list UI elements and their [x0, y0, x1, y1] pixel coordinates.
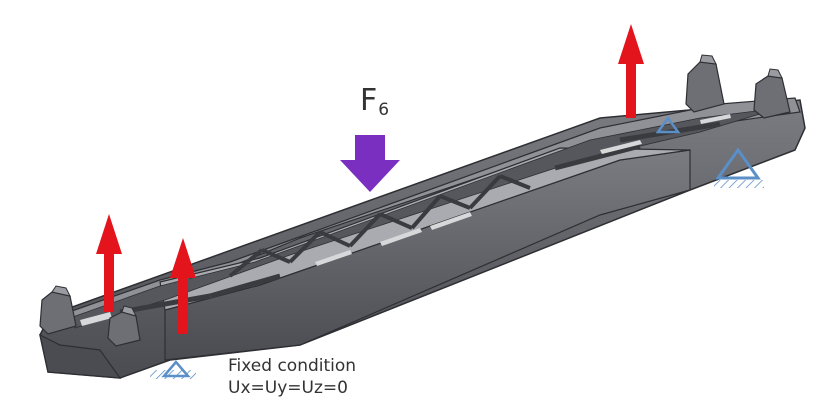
right-end-brackets — [685, 54, 791, 119]
vehicle-frame — [39, 54, 806, 379]
lift-arrow-left-outer — [96, 214, 122, 312]
support-right — [655, 115, 764, 188]
lift-arrow-left-inner — [170, 238, 196, 334]
fixed-condition-equation: Ux=Uy=Uz=0 — [228, 378, 348, 398]
deck-slots — [80, 114, 731, 326]
lift-arrow-right — [618, 24, 644, 118]
fixed-condition-title: Fixed condition — [228, 356, 357, 376]
truss-members — [228, 174, 531, 278]
load-arrow — [340, 135, 400, 192]
load-label: F6 — [360, 86, 389, 119]
fixed-condition-label: Fixed condition Ux=Uy=Uz=0 — [228, 355, 356, 399]
load-label-main: F — [360, 83, 378, 118]
support-left — [150, 360, 196, 379]
load-label-subscript: 6 — [378, 100, 390, 120]
left-foot — [39, 333, 122, 379]
left-end-brackets — [39, 285, 141, 347]
